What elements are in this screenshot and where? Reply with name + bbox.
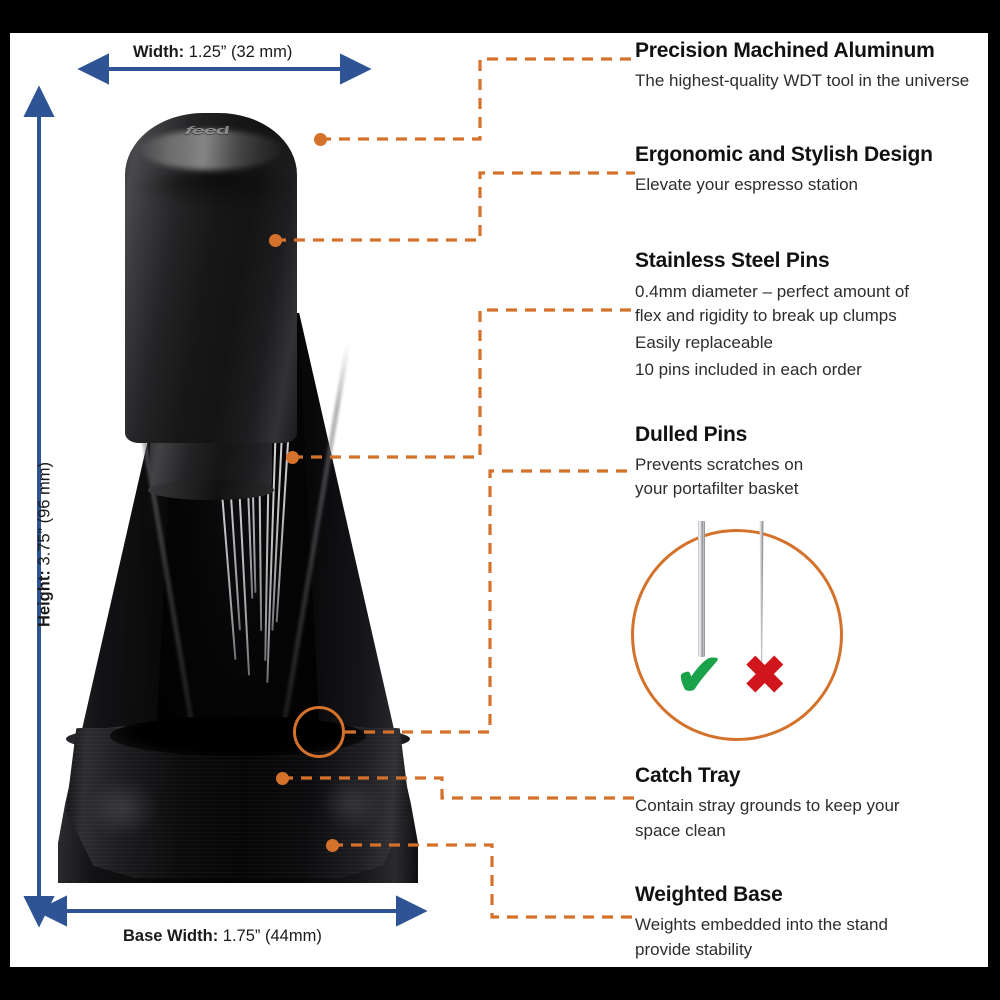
callout-line-catch-tray-2: space clean — [635, 821, 726, 840]
dulled-pins-detail-inset: ✔ ✖ — [631, 521, 843, 741]
blunt-pin-illustration — [698, 521, 705, 657]
anchor-dot-precision-machined-aluminum — [314, 133, 327, 146]
callout-line-stainless-steel-pins-3: Easily replaceable — [635, 333, 773, 352]
anchor-dot-catch-tray — [276, 772, 289, 785]
base-highlight-right — [320, 774, 382, 832]
callout-line-dulled-pins-2: your portafilter basket — [635, 479, 799, 498]
callout-title-ergonomic-and-stylish-design: Ergonomic and Stylish Design — [635, 143, 933, 166]
callout-line-catch-tray-1: Contain stray grounds to keep your — [635, 796, 900, 815]
base-width-label-value: 1.75” (44mm) — [218, 927, 322, 945]
callout-title-dulled-pins: Dulled Pins — [635, 423, 748, 446]
anchor-dot-weighted-base — [326, 839, 339, 852]
handle-collar-lip — [148, 480, 274, 500]
callout-line-precision-machined-aluminum-1: The highest-quality WDT tool in the univ… — [635, 71, 970, 90]
width-label-bold: Width: — [133, 43, 185, 61]
check-icon: ✔ — [675, 643, 724, 708]
handle-specular-highlight — [140, 130, 282, 170]
anchor-dot-stainless-steel-pins — [286, 451, 299, 464]
product-image: feed — [58, 88, 418, 928]
width-label-value: 1.25” (32 mm) — [184, 43, 293, 61]
base-width-label-bold: Base Width: — [123, 927, 219, 945]
callout-line-stainless-steel-pins-1: 0.4mm diameter – perfect amount of — [635, 282, 910, 301]
leader-line-dulled-pins — [345, 469, 635, 734]
callout-line-weighted-base-2: provide stability — [635, 940, 753, 959]
callout-title-stainless-steel-pins: Stainless Steel Pins — [635, 249, 830, 272]
callout-line-stainless-steel-pins-2: flex and rigidity to break up clumps — [635, 306, 897, 325]
callout-line-stainless-steel-pins-4: 10 pins included in each order — [635, 360, 862, 379]
base-highlight-left — [88, 778, 158, 838]
leader-line-stainless-steel-pins — [292, 308, 635, 459]
leader-line-weighted-base — [332, 843, 635, 919]
callout-line-dulled-pins-1: Prevents scratches on — [635, 455, 804, 474]
leader-line-ergonomic-and-stylish-design — [275, 171, 635, 242]
callout-line-weighted-base-1: Weights embedded into the stand — [635, 915, 888, 934]
callout-leader-lines — [275, 57, 635, 919]
callout-line-ergonomic-and-stylish-design-1: Elevate your espresso station — [635, 175, 859, 194]
callout-title-weighted-base: Weighted Base — [635, 883, 783, 906]
callout-title-catch-tray: Catch Tray — [635, 764, 741, 787]
width-dimension-label: Width: 1.25” (32 mm) — [133, 43, 292, 62]
base-width-dimension-label: Base Width: 1.75” (44mm) — [123, 927, 322, 946]
anchor-ring-dulled-pins — [293, 706, 345, 758]
dimension-arrows — [23, 53, 428, 928]
aluminum-handle — [125, 113, 297, 443]
sharp-pin-illustration — [757, 521, 766, 669]
leader-line-precision-machined-aluminum — [320, 57, 635, 141]
callout-title-precision-machined-aluminum: Precision Machined Aluminum — [635, 39, 935, 62]
anchor-dot-ergonomic-and-stylish-design — [269, 234, 282, 247]
leader-line-catch-tray — [282, 776, 635, 800]
infographic-canvas: Width: 1.25” (32 mm) Height: 3.75” (96 m… — [10, 33, 988, 967]
handle-dome-shading — [128, 174, 294, 208]
cross-icon: ✖ — [743, 647, 787, 705]
inset-circle-outline — [631, 529, 843, 741]
